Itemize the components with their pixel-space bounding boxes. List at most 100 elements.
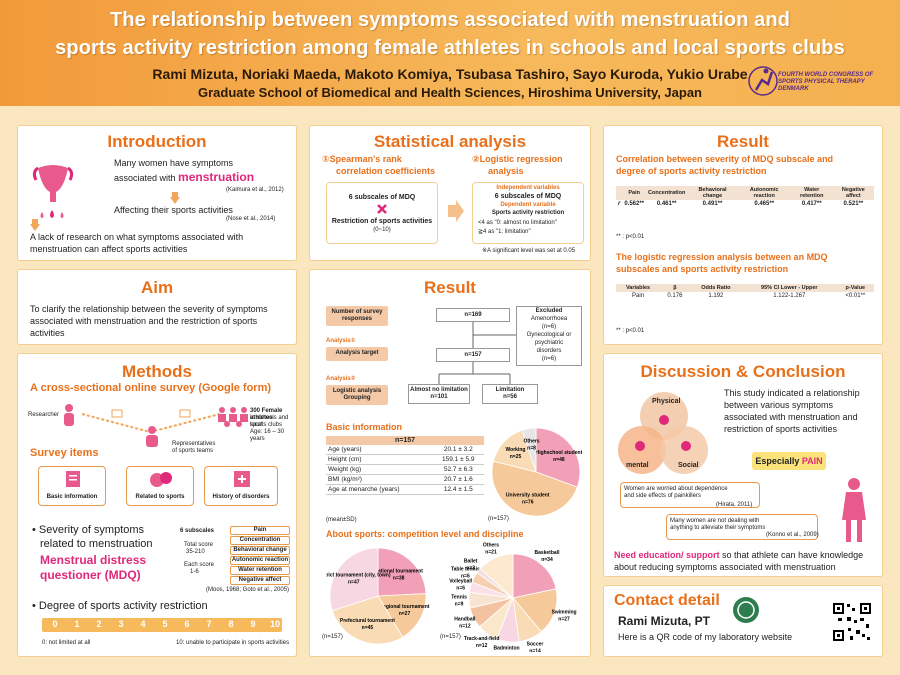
pie-slice-value: n=3 — [466, 565, 475, 571]
intro-line-2a: associated with — [114, 173, 179, 183]
logistic-cell: Pain — [632, 293, 645, 299]
dependent-variable: Sports activity restriction — [491, 210, 565, 216]
cross-icon — [377, 204, 387, 214]
survey-responses-1: Number of survey — [331, 309, 383, 315]
comment-2-ref: (Konno et al., 2009) — [766, 532, 819, 538]
pie-slice — [512, 588, 558, 633]
title-line-1: The relationship between symptoms associ… — [109, 9, 791, 31]
pie-slice — [512, 553, 557, 599]
biopsychosocial-diagram — [618, 392, 708, 474]
basic-info-label: BMI (kg/m²) — [328, 476, 362, 483]
scale-number: 3 — [118, 619, 124, 629]
group-limitation-1: Limitation — [495, 387, 525, 393]
scale-number: 0 — [52, 619, 58, 629]
logistic-cell: 1.122-1.267 — [773, 293, 806, 299]
excluded-line: Amenorrhoea — [530, 316, 568, 322]
survey-items-heading: Survey items — [30, 447, 99, 459]
intro-line-2: associated with menstruation — [114, 170, 255, 184]
dependent-coding-1: <4 as "0: almost no limitation" — [478, 220, 557, 226]
spearman-heading-1: ①Spearman's rank — [322, 154, 402, 164]
mdq-line-1: Menstrual distress — [40, 553, 147, 567]
pie1-n: (n=157) — [488, 516, 509, 522]
menstruation-highlight: menstruation — [178, 170, 255, 184]
logistic-heading-1: The logistic regression analysis between… — [616, 252, 828, 262]
pie-slice-value: n=6 — [456, 586, 465, 592]
n169: n=169 — [464, 312, 482, 318]
logo-line-1: FOURTH WORLD CONGRESS OF — [778, 72, 874, 78]
scale-number: 6 — [184, 619, 190, 629]
significance-note: ※A significant level was set at 0.05 — [482, 248, 576, 254]
excluded-line: disorders — [536, 348, 562, 354]
researcher-icon — [64, 404, 74, 426]
intro-line-1: Many women have symptoms — [114, 158, 234, 168]
basic-info-row: BMI (kg/m²)20.7 ± 1.6 — [326, 475, 484, 485]
logistic-cell: 1.192 — [708, 293, 724, 299]
basic-info-heading: Basic information — [326, 422, 403, 432]
pie-slice-label: National tournament — [374, 568, 423, 574]
scale-number: 9 — [250, 619, 256, 629]
analysis-1-label: Analysis① — [326, 338, 356, 344]
grouping-2: Grouping — [343, 395, 371, 401]
basic-info-value: 12.4 ± 1.5 — [443, 486, 473, 493]
need-line-1-rest: so that athlete can have knowledge — [719, 550, 864, 560]
subscale-item: Water retention — [230, 566, 290, 575]
clipboard-icon — [66, 471, 80, 487]
social-label: Social — [678, 462, 699, 469]
excluded-line: (n=6) — [541, 356, 557, 362]
uterus-icon — [32, 165, 74, 218]
discussion-title: Discussion & Conclusion — [640, 362, 846, 381]
need-line-1: Need education/ support so that athlete … — [614, 550, 863, 561]
basic-table-n: n=157 — [326, 436, 484, 445]
athletes-line-1: 300 Female athletes — [250, 408, 283, 421]
excluded-line: psychiatric — [534, 340, 564, 346]
spearman-box — [326, 182, 438, 244]
representatives-label-1: Representatives — [172, 441, 216, 447]
result-middle-panel: Result Number of survey responses n=169 … — [310, 270, 590, 656]
intro-line-5: menstruation can affect sports activitie… — [30, 244, 188, 254]
pie-slice-label: Track-and-field — [464, 636, 500, 642]
pie-slice — [377, 547, 427, 597]
university-seal-icon — [733, 597, 759, 623]
especially-label: Especially — [755, 456, 802, 466]
title-line-2: sports activity restriction among female… — [55, 37, 845, 59]
n169-box — [436, 308, 510, 322]
athletes-line-4: Age: 16 – 30 years — [250, 429, 285, 442]
medical-record-icon — [234, 471, 250, 487]
survey-item-sports: Related to sports — [126, 466, 194, 506]
survey-item-label: Basic information — [46, 494, 98, 500]
mdq-ref: (Moos, 1968; Goto et al., 2005) — [206, 587, 290, 593]
statistical-analysis-panel: Statistical analysis ①Spearman's rank co… — [310, 126, 590, 260]
pie-slice — [491, 460, 578, 517]
subscale-item: Autonomic reaction — [230, 556, 290, 565]
pie-slice-value: n=25 — [510, 454, 522, 460]
logistic-header-cell: Odds Ratio — [701, 285, 731, 291]
discussion-line-3: associated with menstruation and — [724, 412, 858, 422]
pie2-n: (n=157) — [322, 634, 343, 640]
need-education-highlight: Need education/ support — [614, 550, 720, 560]
basic-info-label: Age at menarche (years) — [328, 486, 400, 493]
each-score-label: Each score — [184, 562, 215, 568]
scale-number: 7 — [206, 619, 212, 629]
survey-item-basic: Basic information — [38, 466, 106, 506]
pie-slice-label: Handball — [454, 616, 476, 622]
comment-1-line-2: and side effects of painkillers — [624, 493, 701, 499]
survey-responses-2: responses — [341, 316, 372, 322]
aim-panel: Aim To clarify the relationship between … — [18, 270, 296, 344]
basic-info-row: Height (cm)159.1 ± 5.9 — [326, 455, 484, 465]
qr-code-icon[interactable] — [832, 602, 872, 642]
basic-info-row: Age (years)20.1 ± 3.2 — [326, 445, 484, 455]
pie-slice-value: n=27 — [558, 617, 570, 623]
pie-slice-label: Swimming — [552, 610, 577, 616]
pie-slice — [521, 427, 537, 473]
pie-slice-value: n=76 — [522, 500, 534, 506]
logistic-heading-2: subscales and sports activity restrictio… — [616, 264, 789, 274]
introduction-panel: Introduction Many women have symptoms as… — [18, 126, 296, 260]
comment-1-ref: (Hirata, 2011) — [716, 502, 753, 508]
pie-slice-value: n=9 — [455, 602, 464, 608]
correlation-cell: 0.521** — [843, 201, 864, 207]
comment-box-1 — [620, 482, 760, 508]
contact-qr-text: Here is a QR code of my laboratory websi… — [618, 632, 793, 642]
correlation-cell: 0.461** — [656, 201, 677, 207]
degree-heading: • Degree of sports activity restriction — [32, 600, 208, 612]
